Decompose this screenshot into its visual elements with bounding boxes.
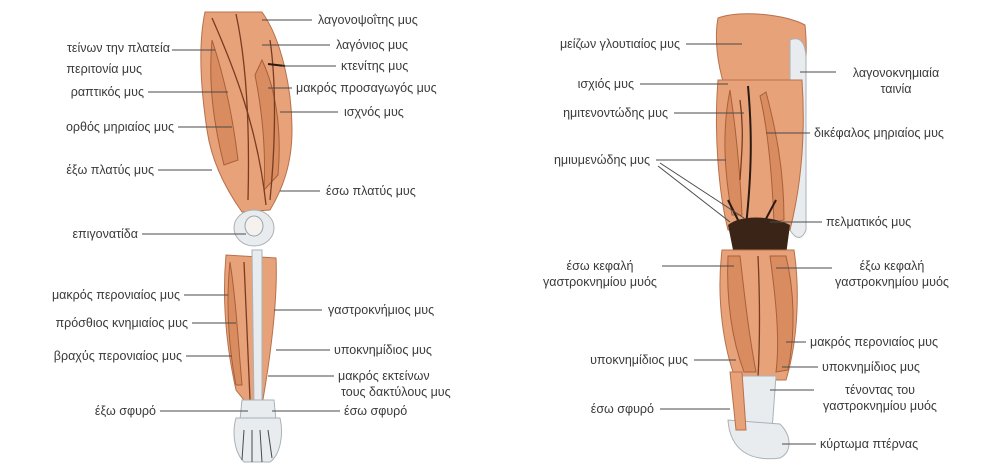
- label-medial-head-line2: γαστροκνημίου μυός: [543, 275, 657, 289]
- label-lateral-malleolus: έξω σφυρό: [95, 404, 156, 418]
- label-achilles-line1: τένοντας του: [845, 383, 915, 397]
- label-gastrocnemius: γαστροκνήμιος μυς: [328, 303, 434, 317]
- label-peroneus-longus: μακρός περονιαίος μυς: [52, 288, 180, 302]
- label-pectineus: κτενίτης μυς: [341, 59, 408, 73]
- label-tibialis-anterior: πρόσθιος κνημιαίος μυς: [55, 316, 188, 330]
- label-extensor-digitorum-line1: μακρός εκτείνων: [338, 369, 430, 383]
- label-extensor-digitorum-line2: τους δακτύλους μυς: [341, 385, 451, 399]
- posterior-leg-illustration: [716, 14, 806, 459]
- anterior-leg-illustration: [201, 12, 292, 462]
- label-iliopsoas: λαγονοψοΐτης μυς: [318, 13, 418, 27]
- label-iliotibial-band-line1: λαγονοκνημιαία: [853, 66, 939, 80]
- label-ischial-muscle: ισχιός μυς: [578, 77, 634, 91]
- label-lateral-head-line2: γαστροκνημίου μυός: [835, 275, 949, 289]
- label-medial-malleolus-anterior: έσω σφυρό: [344, 404, 407, 418]
- label-achilles-line2: γαστροκνημίου μυός: [823, 399, 937, 413]
- label-soleus-anterior: υποκνημίδιος μυς: [334, 343, 432, 357]
- label-plantaris: πελματικός μυς: [826, 215, 911, 229]
- label-vastus-lateralis: έξω πλατύς μυς: [66, 163, 154, 177]
- label-semimembranosus: ημιυμενώδης μυς: [554, 153, 650, 167]
- label-tensor-fasciae-latae-line1: τείνων την πλατεία: [67, 41, 170, 55]
- label-adductor-longus: μακρός προσαγωγός μυς: [296, 81, 437, 95]
- label-soleus-posterior-left: υποκνημίδιος μυς: [590, 353, 688, 367]
- label-iliacus: λαγόνιος μυς: [336, 38, 408, 52]
- label-iliotibial-band-line2: ταινία: [880, 82, 911, 96]
- label-vastus-medialis: έσω πλατύς μυς: [326, 184, 416, 198]
- label-lateral-head-line1: έξω κεφαλή: [860, 259, 925, 273]
- label-gluteus-maximus: μείζων γλουτιαίος μυς: [560, 37, 680, 51]
- label-gracilis: ισχνός μυς: [344, 105, 404, 119]
- label-soleus-posterior-right: υποκνημίδιος μυς: [822, 360, 920, 374]
- label-medial-malleolus-posterior: έσω σφυρό: [591, 402, 654, 416]
- label-peroneus-longus-posterior: μακρός περονιαίος μυς: [810, 335, 938, 349]
- label-patella: επιγονατίδα: [72, 227, 138, 241]
- label-tensor-fasciae-latae-line2: περιτονία μυς: [66, 62, 142, 76]
- label-peroneus-brevis: βραχύς περονιαίος μυς: [54, 349, 182, 363]
- label-semitendinosus: ημιτενοντώδης μυς: [563, 106, 668, 120]
- label-biceps-femoris: δικέφαλος μηριαίος μυς: [814, 126, 944, 140]
- label-rectus-femoris: ορθός μηριαίος μυς: [66, 120, 174, 134]
- label-medial-head-line1: έσω κεφαλή: [567, 259, 634, 273]
- label-calcaneal-tuberosity: κύρτωμα πτέρνας: [820, 437, 918, 451]
- label-sartorius: ραπτικός μυς: [71, 85, 144, 99]
